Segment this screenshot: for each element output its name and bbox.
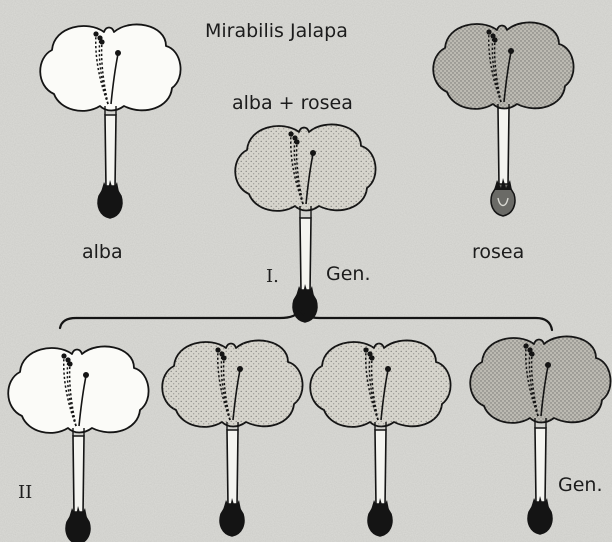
stigma [115, 50, 121, 56]
corolla-stipple [310, 340, 450, 426]
anther [99, 39, 104, 44]
stigma [385, 366, 391, 372]
anther [221, 355, 226, 360]
corolla-stipple [433, 22, 573, 108]
generation-two-label: Gen. [558, 476, 603, 495]
anther [215, 347, 220, 352]
anther [486, 29, 491, 34]
diagram-title: Mirabilis Jalapa [205, 22, 348, 41]
anther [363, 347, 368, 352]
corolla-stipple [470, 336, 610, 422]
flower-tube [375, 430, 386, 506]
corolla-stipple [162, 340, 302, 426]
flower-corolla [40, 24, 180, 110]
anther [492, 37, 497, 42]
flower-tube [498, 108, 509, 186]
anther [294, 139, 299, 144]
parent-rosea-label: rosea [472, 243, 524, 262]
stigma [508, 48, 514, 54]
parent-alba-label: alba [82, 243, 123, 262]
anther [288, 131, 293, 136]
generation-one-numeral: I. [266, 268, 279, 286]
stigma [545, 362, 551, 368]
flower-tube [300, 218, 311, 292]
generation-two-numeral: II [18, 484, 32, 502]
anther [523, 343, 528, 348]
anther [93, 31, 98, 36]
flower-tube [105, 115, 116, 188]
cross-label: alba + rosea [232, 94, 353, 113]
anther [61, 353, 66, 358]
stigma [83, 372, 89, 378]
flower-tube [535, 428, 546, 504]
flower-corolla [8, 346, 148, 432]
flower-tube [227, 430, 238, 506]
anther [529, 351, 534, 356]
generation-one-label: Gen. [326, 265, 371, 284]
stigma [237, 366, 243, 372]
anther [67, 361, 72, 366]
anther [369, 355, 374, 360]
flower-tube [73, 436, 84, 514]
stigma [310, 150, 316, 156]
corolla-stipple [235, 124, 375, 210]
